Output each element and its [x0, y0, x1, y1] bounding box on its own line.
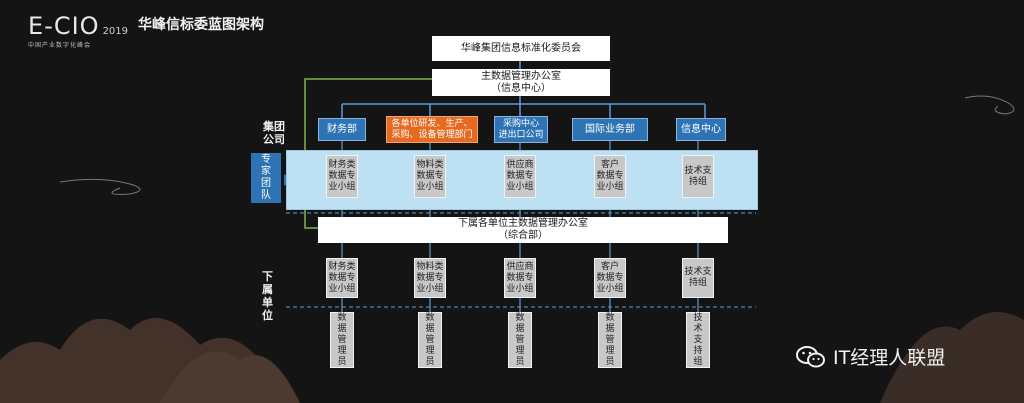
sub-office-line1: 下属各单位主数据管理办公室: [458, 218, 588, 229]
sub-group-customer: 客户 数据专 业小组: [594, 258, 626, 298]
dept-finance: 财务部: [318, 118, 366, 141]
swirl-decoration: [59, 178, 141, 195]
expert-group-customer: 客户 数据专 业小组: [594, 155, 626, 198]
sub-group-finance: 财务类 数据专 业小组: [326, 258, 358, 298]
data-admin-finance: 数 据 管 理 员: [330, 312, 354, 368]
data-office-line1: 主数据管理办公室: [481, 70, 561, 82]
tech-support-admin: 技 术 支 持 组: [686, 312, 710, 368]
data-admin-supplier: 数 据 管 理 员: [508, 312, 532, 368]
page-title: 华峰信标委蓝图架构: [138, 17, 264, 33]
sub-group-tech: 技术支 持组: [682, 258, 714, 298]
dept-info-center: 信息中心: [676, 118, 726, 141]
data-admin-customer: 数 据 管 理 员: [598, 312, 622, 368]
expert-group-tech: 技术支 持组: [682, 155, 714, 198]
logo-subtitle: 中国产业数字化峰会: [28, 42, 92, 49]
data-admin-material: 数 据 管 理 员: [418, 312, 442, 368]
expert-group-material: 物料类 数据专 业小组: [414, 155, 446, 198]
mountain-decoration: [0, 312, 1024, 403]
data-office-box: 主数据管理办公室 （信息中心）: [432, 69, 610, 96]
group-company-label: 集团 公司: [263, 120, 285, 146]
swirl-decoration-right: [964, 95, 1015, 115]
sub-office-line2: （综合部）: [498, 230, 548, 241]
wechat-icon: [796, 345, 825, 367]
expert-team-label: 专 家 团 队: [251, 153, 281, 203]
expert-group-finance: 财务类 数据专 业小组: [326, 155, 358, 198]
sub-office-box: 下属各单位主数据管理办公室 （综合部）: [318, 217, 728, 243]
committee-box: 华峰集团信息标准化委员会: [432, 36, 610, 61]
sub-group-supplier: 供应商 数据专 业小组: [504, 258, 536, 298]
watermark-text: IT经理人联盟: [833, 347, 946, 369]
logo-year: 2019: [102, 26, 129, 37]
dept-international: 国际业务部: [572, 118, 648, 141]
wechat-watermark: IT经理人联盟: [795, 343, 945, 370]
dept-rd-production: 各单位研发、生产、 采购、设备管理部门: [386, 116, 478, 143]
dept-procurement: 采购中心 进出口公司: [494, 116, 548, 143]
subsidiary-label: 下 属 单 位: [262, 270, 273, 322]
logo-main: E-CIO: [28, 12, 100, 40]
data-office-line2: （信息中心）: [491, 82, 551, 94]
expert-group-supplier: 供应商 数据专 业小组: [504, 155, 536, 198]
sub-group-material: 物料类 数据专 业小组: [414, 258, 446, 298]
